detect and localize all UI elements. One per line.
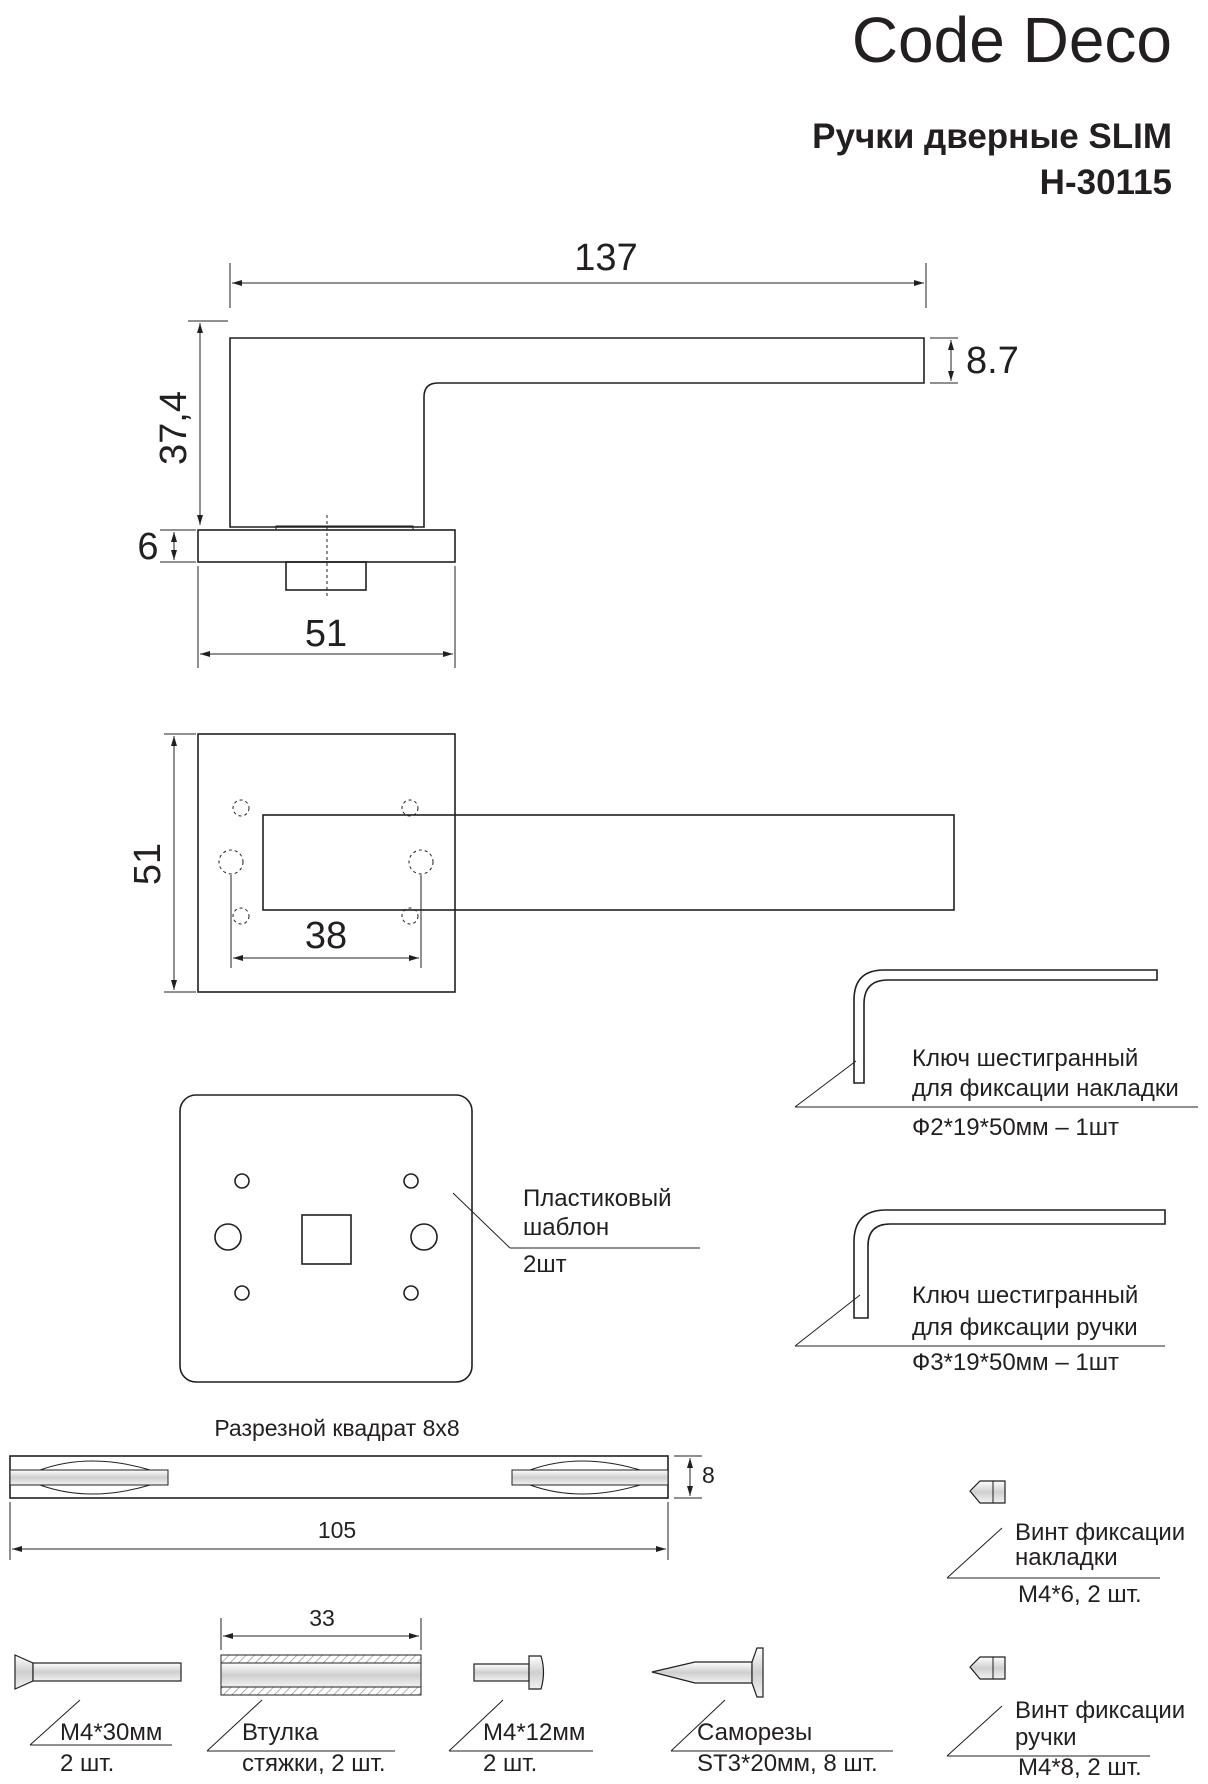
split-spindle-drawing: Разрезной квадрат 8х8 8 105: [9, 1415, 715, 1560]
screw-handle-drawing: Винт фиксации ручки М4*8, 2 шт.: [946, 1656, 1185, 1781]
screw-rose-drawing: Винт фиксации накладки М4*6, 2 шт.: [946, 1480, 1185, 1608]
template-label-line2: шаблон: [523, 1214, 609, 1241]
self-tapping-line1: Саморезы: [697, 1719, 812, 1746]
dim-spindle-length: 105: [318, 1517, 356, 1543]
screw-handle-spec: М4*8, 2 шт.: [1018, 1754, 1142, 1781]
self-tapping-screw-drawing: Саморезы ST3*20мм, 8 шт.: [651, 1647, 893, 1777]
screw-handle-line1: Винт фиксации: [1015, 1697, 1185, 1724]
product-code: H-30115: [1040, 163, 1172, 202]
spindle-title: Разрезной квадрат 8х8: [214, 1415, 459, 1441]
hex-key-rose-line1: Ключ шестигранный: [912, 1045, 1138, 1072]
brand-logo: Code Deco: [852, 4, 1172, 76]
dim-handle-thickness: 8.7: [966, 340, 1019, 382]
hex-key-rose-spec: Ф2*19*50мм – 1шт: [912, 1114, 1119, 1141]
dim-rose-thickness: 6: [137, 526, 158, 568]
handle-front-view: 51 38: [127, 733, 955, 993]
bolt-short-spec: М4*12мм: [483, 1719, 585, 1746]
product-title: Ручки дверные SLIM: [812, 117, 1172, 156]
hex-key-handle-drawing: Ключ шестигранный для фиксации ручки Ф3*…: [794, 1209, 1166, 1376]
sleeve-line1: Втулка: [242, 1719, 319, 1746]
dim-spindle-height: 8: [702, 1462, 715, 1488]
hex-key-rose-line2: для фиксации накладки: [912, 1075, 1179, 1102]
bolt-short-drawing: М4*12мм 2 шт.: [448, 1655, 593, 1777]
hex-key-handle-line2: для фиксации ручки: [912, 1314, 1138, 1341]
bolt-long-spec: М4*30мм: [60, 1719, 162, 1746]
screw-rose-line1: Винт фиксации: [1015, 1519, 1185, 1546]
screw-rose-spec: М4*6, 2 шт.: [1018, 1581, 1142, 1608]
dim-handle-length: 137: [574, 237, 637, 279]
dim-hole-spacing: 38: [305, 915, 347, 957]
template-label-line1: Пластиковый: [523, 1185, 672, 1212]
bolt-long-qty: 2 шт.: [60, 1750, 114, 1777]
bolt-long-drawing: М4*30мм 2 шт.: [14, 1654, 182, 1777]
screw-rose-line2: накладки: [1015, 1544, 1118, 1571]
self-tapping-line2: ST3*20мм, 8 шт.: [697, 1750, 878, 1777]
template-qty: 2шт: [523, 1251, 567, 1278]
hex-key-handle-line1: Ключ шестигранный: [912, 1282, 1138, 1309]
dim-rose-width: 51: [305, 613, 347, 655]
hex-key-handle-spec: Ф3*19*50мм – 1шт: [912, 1349, 1119, 1376]
sleeve-line2: стяжки, 2 шт.: [242, 1750, 386, 1777]
bolt-short-qty: 2 шт.: [483, 1750, 537, 1777]
dim-rose-height: 51: [127, 843, 169, 885]
sleeve-drawing: 33 Втулка стяжки, 2 шт.: [206, 1605, 422, 1777]
hex-key-rose-drawing: Ключ шестигранный для фиксации накладки …: [794, 969, 1198, 1141]
plastic-template-drawing: Пластиковый шаблон 2шт: [179, 1094, 700, 1383]
screw-handle-line2: ручки: [1015, 1724, 1077, 1751]
dim-handle-height: 37,4: [153, 391, 195, 465]
handle-side-view: 137 37,4 8.7 6 51: [137, 237, 1019, 668]
dim-sleeve-length: 33: [309, 1605, 335, 1631]
